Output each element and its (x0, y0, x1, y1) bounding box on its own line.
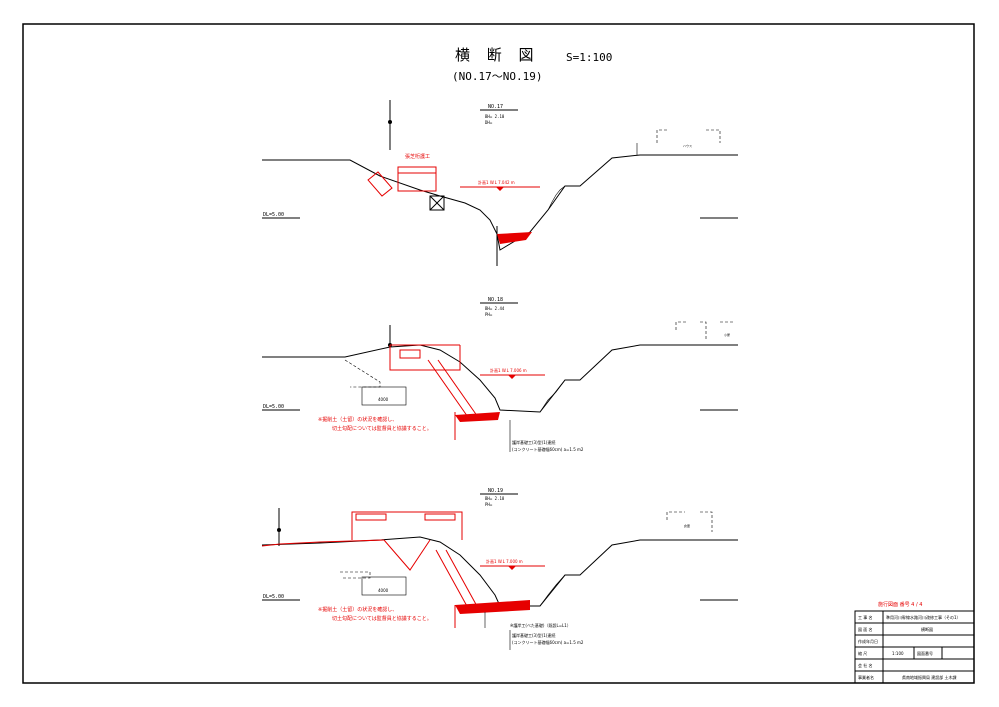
house-label: 倉庫 (684, 523, 690, 528)
section-sub1: BH= 2.44 (485, 306, 505, 311)
section-sub2: PH= (485, 312, 493, 317)
tb-label-client: 事業者名 (858, 674, 874, 680)
title-block: 施行図面 番号 4 / 4 工 事 名 準用河川幹線水路河川改修工事（その1） … (854, 601, 975, 684)
tb-value-project: 準用河川幹線水路河川改修工事（その1） (886, 614, 961, 620)
wl-label: 計画1 W.L 7.042 m (478, 179, 515, 185)
spec-line0: ※護岸工(べた基礎)（既設L=L1） (510, 622, 571, 628)
section-sub2: PH= (485, 502, 493, 507)
note-line1: ※掘削土（土留）の状況を確認し、 (318, 606, 397, 613)
section-no17: NO.17 BH= 2.10 DH= DL=5.00 ハウス 張芝桁護工 計画1… (262, 100, 738, 266)
note-line2: 切土勾配については監督員と協議すること。 (332, 615, 432, 622)
sheet-border (22, 23, 975, 684)
drawing-scale: S=1:100 (566, 51, 612, 64)
tb-value-client: 県南地域振興局 建設部 土木課 (902, 674, 957, 680)
tb-label-drawing: 図 面 名 (858, 626, 873, 632)
tb-value-drawing: 横断図 (921, 626, 933, 632)
work-label: 張芝桁護工 (405, 153, 430, 160)
section-label: NO.19 (488, 488, 503, 494)
drawing-range: (NO.17～NO.19) (452, 70, 542, 83)
section-no18: NO.18 BH= 2.44 PH= DL=5.00 4000 小屋 計画1 W… (262, 297, 738, 452)
datum-label: DL=5.00 (263, 404, 284, 410)
house-label: 小屋 (724, 332, 730, 337)
note-line1: ※掘削土（土留）の状況を確認し、 (318, 416, 397, 423)
spec-line2: (コンクリート基礎幅60cm) a=1.5 m2 (512, 639, 584, 645)
section-label: NO.17 (488, 104, 503, 110)
spec-line1: 護岸基礎工(3)型(1)連続 (512, 632, 555, 638)
section-no19: NO.19 BH= 2.18 PH= DL=5.00 4000 倉庫 計画1 W… (261, 488, 738, 650)
wl-label: 計画1 W.L 7.006 m (490, 367, 527, 373)
tb-label-date: 作成年月日 (858, 638, 878, 644)
spec-line2: (コンクリート基礎幅60cm) a=1.5 m2 (512, 446, 584, 452)
section-label: NO.18 (488, 297, 503, 303)
dim-label: 4000 (378, 397, 389, 402)
section-sub2: DH= (485, 120, 493, 125)
tb-label-project: 工 事 名 (858, 614, 873, 620)
tb-label-scale: 縮 尺 (858, 650, 867, 656)
tb-label-company: 会 社 名 (858, 662, 873, 668)
note-line2: 切土勾配については監督員と協議すること。 (332, 425, 432, 432)
tb-value-scale: 1:100 (892, 651, 904, 656)
dim-label: 4000 (378, 588, 389, 593)
wl-label: 計画1 W.L 7.000 m (486, 558, 523, 564)
section-sub1: BH= 2.18 (485, 496, 505, 501)
datum-label: DL=5.00 (263, 594, 284, 600)
spec-line1: 護岸基礎工(3)型(1)連続 (512, 439, 555, 445)
house-label: ハウス (683, 143, 692, 148)
datum-label: DL=5.00 (263, 212, 284, 218)
tb-label-number: 図面番号 (917, 650, 933, 656)
section-sub1: BH= 2.10 (485, 114, 505, 119)
title-block-header: 施行図面 番号 4 / 4 (878, 601, 922, 608)
drawing-title: 横 断 図 (455, 46, 540, 64)
